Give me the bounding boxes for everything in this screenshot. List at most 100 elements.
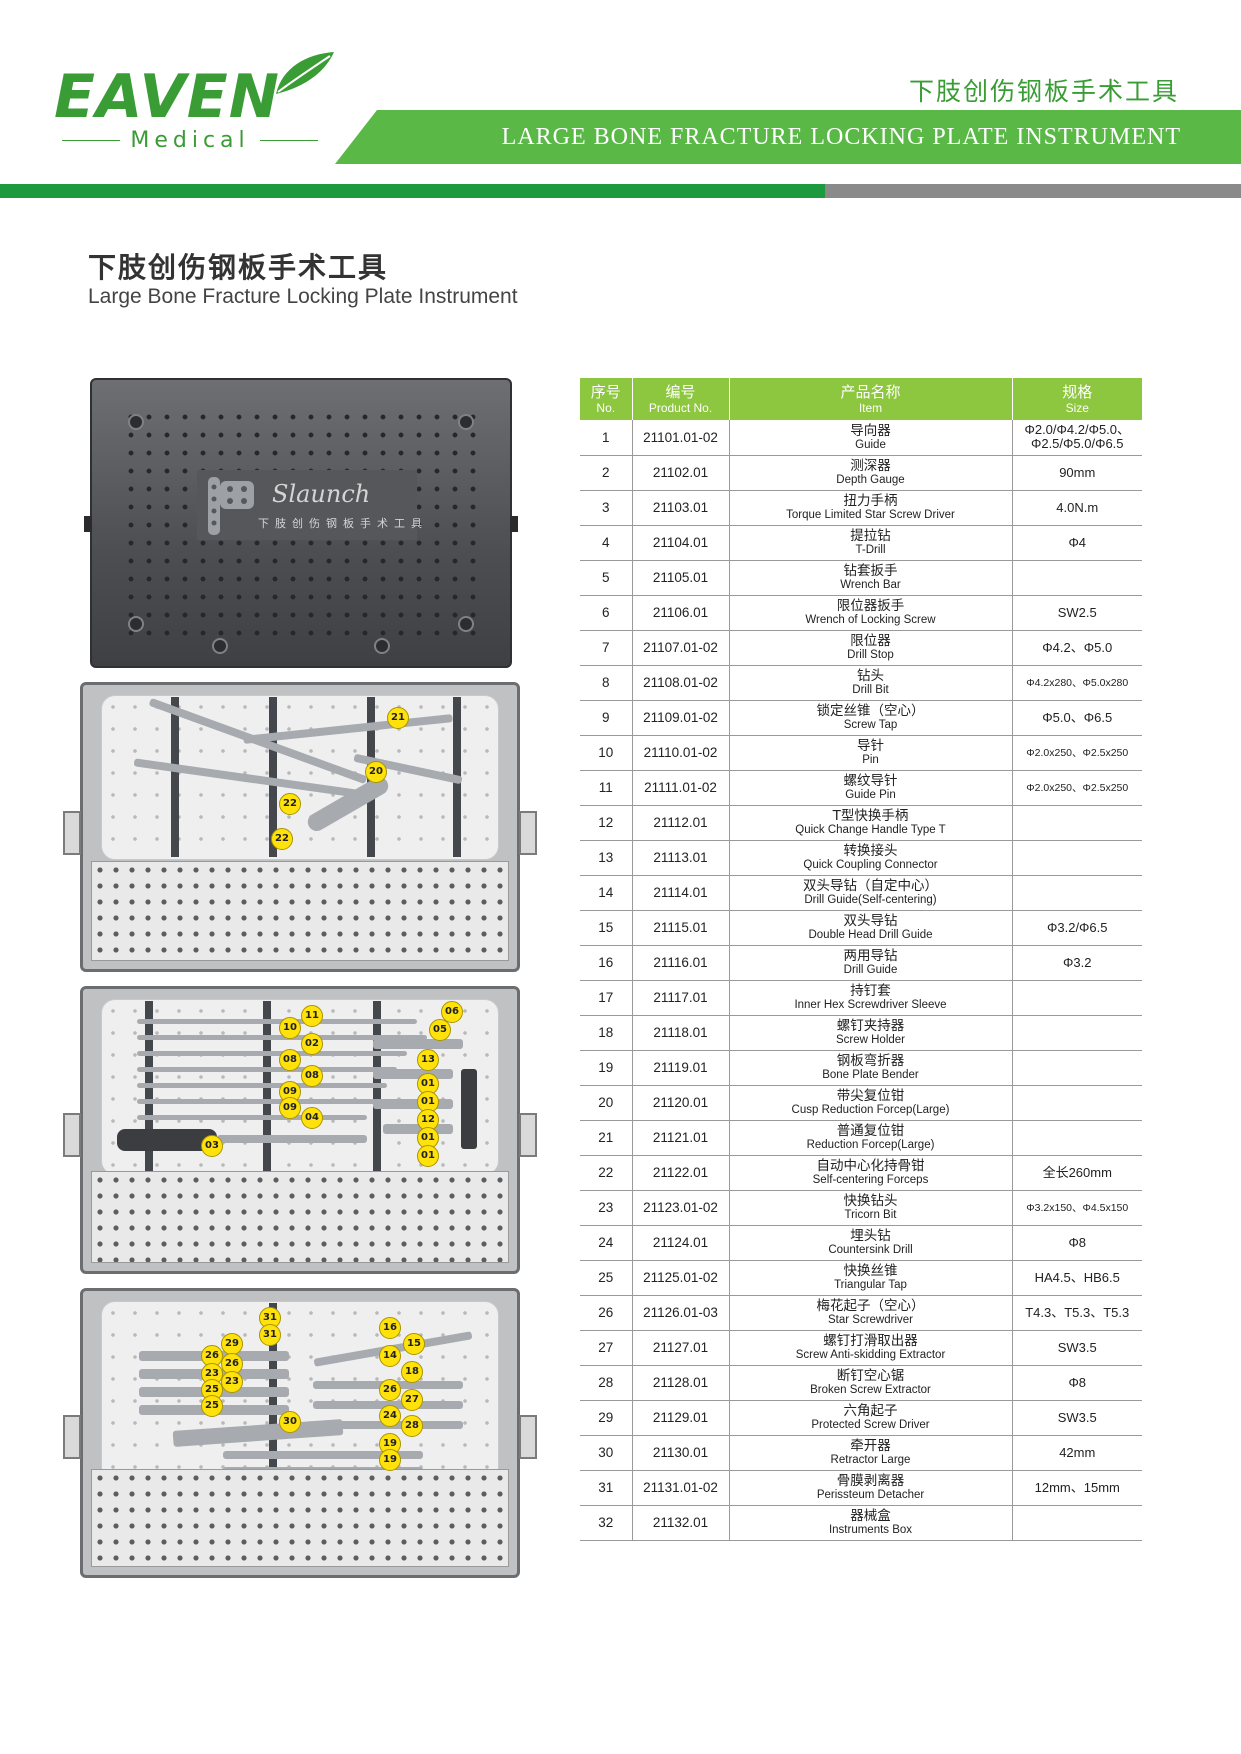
item-name-cn: 提拉钻 [850,528,891,544]
callout-badge: 18 [401,1361,423,1383]
item-name-en: Screw Anti-skidding Extractor [795,1349,946,1361]
drill-bit-instrument [137,1115,367,1120]
cell-product-no: 21103.01 [632,490,730,526]
item-name-en: Drill Bit [852,684,889,696]
item-name-cn: 导向器 [850,422,891,439]
callout-badge: 22 [279,793,301,815]
cell-size: SW3.5 [1012,1330,1142,1366]
cell-size: Φ2.0x250、Φ2.5x250 [1012,770,1142,806]
cell-no: 31 [580,1470,633,1506]
latch [510,516,518,532]
drill-bit-instrument [137,1099,377,1104]
cell-item: 梅花起子（空心）Star Screwdriver [729,1295,1013,1331]
tray-handle[interactable] [519,1415,537,1459]
callout-badge: 09 [279,1097,301,1119]
tray-handle[interactable] [519,1113,537,1157]
item-name-en: Drill Guide(Self-centering) [804,894,937,906]
header-title-cn: 下肢创伤钢板手术工具 [908,77,1179,106]
cell-no: 30 [580,1435,633,1471]
item-name-cn: 钻套扳手 [843,563,898,579]
tray-3-base [91,1469,509,1567]
item-name-en: Protected Screw Driver [811,1419,930,1431]
callout-badge: 24 [379,1405,401,1427]
item-name-cn: 两用导钻 [843,948,898,964]
tray-rail [171,697,179,857]
item-name-cn: 钢板弯折器 [836,1053,905,1069]
tray-handle[interactable] [63,1415,81,1459]
cell-product-no: 21125.01-02 [632,1260,730,1296]
callout-badge: 23 [221,1371,243,1393]
divider [62,140,121,141]
cell-product-no: 21118.01 [632,1015,730,1051]
cell-no: 1 [580,420,633,456]
cell-product-no: 21120.01 [632,1085,730,1121]
cell-size [1012,840,1142,876]
cell-no: 13 [580,840,633,876]
callout-badge: 14 [379,1345,401,1367]
cell-product-no: 21124.01 [632,1225,730,1261]
callout-badge: 16 [379,1317,401,1339]
item-name-cn: 螺钉打滑取出器 [823,1333,918,1349]
item-name-cn: 螺纹导针 [843,773,898,789]
item-name-cn: 牵开器 [850,1438,891,1454]
cell-size [1012,875,1142,911]
item-name-en: Torque Limited Star Screw Driver [786,509,955,521]
header-rule-green [0,184,825,198]
callout-badge: 13 [417,1049,439,1071]
cell-size: Φ8 [1012,1225,1142,1261]
tray-handle[interactable] [63,811,81,855]
item-name-en: Drill Guide [843,964,898,976]
cell-no: 6 [580,595,633,631]
cell-no: 22 [580,1155,633,1191]
connector-instrument [383,1124,453,1134]
cell-no: 28 [580,1365,633,1401]
tray-handle[interactable] [519,811,537,855]
cell-no: 8 [580,665,633,701]
cell-no: 18 [580,1015,633,1051]
cell-product-no: 21119.01 [632,1050,730,1086]
item-name-en: Tricorn Bit [844,1209,897,1221]
cell-size: SW3.5 [1012,1400,1142,1436]
cell-size [1012,1050,1142,1086]
item-name-en: Double Head Drill Guide [808,929,933,941]
item-name-en: Retractor Large [830,1454,911,1466]
brand-subtitle: Medical [40,128,340,153]
tray-handle[interactable] [63,1113,81,1157]
cell-size: 全长260mm [1012,1155,1142,1191]
item-name-en: Reduction Forcep(Large) [806,1139,935,1151]
cell-size: Φ4.2、Φ5.0 [1012,630,1142,666]
bolt-icon [458,414,474,430]
lid-caption: 下肢创伤钢板手术工具 [258,517,428,530]
item-name-cn: 导针 [857,738,884,754]
cell-size [1012,1015,1142,1051]
cell-size: Φ5.0、Φ6.5 [1012,700,1142,736]
cell-no: 5 [580,560,633,596]
item-name-cn: 骨膜剥离器 [836,1473,905,1489]
item-name-cn: 锁定丝锥（空心） [816,703,925,719]
item-name-en: Star Screwdriver [828,1314,913,1326]
callout-badge: 11 [301,1005,323,1027]
callout-badge: 30 [279,1411,301,1433]
item-name-cn: 螺钉夹持器 [836,1018,905,1034]
